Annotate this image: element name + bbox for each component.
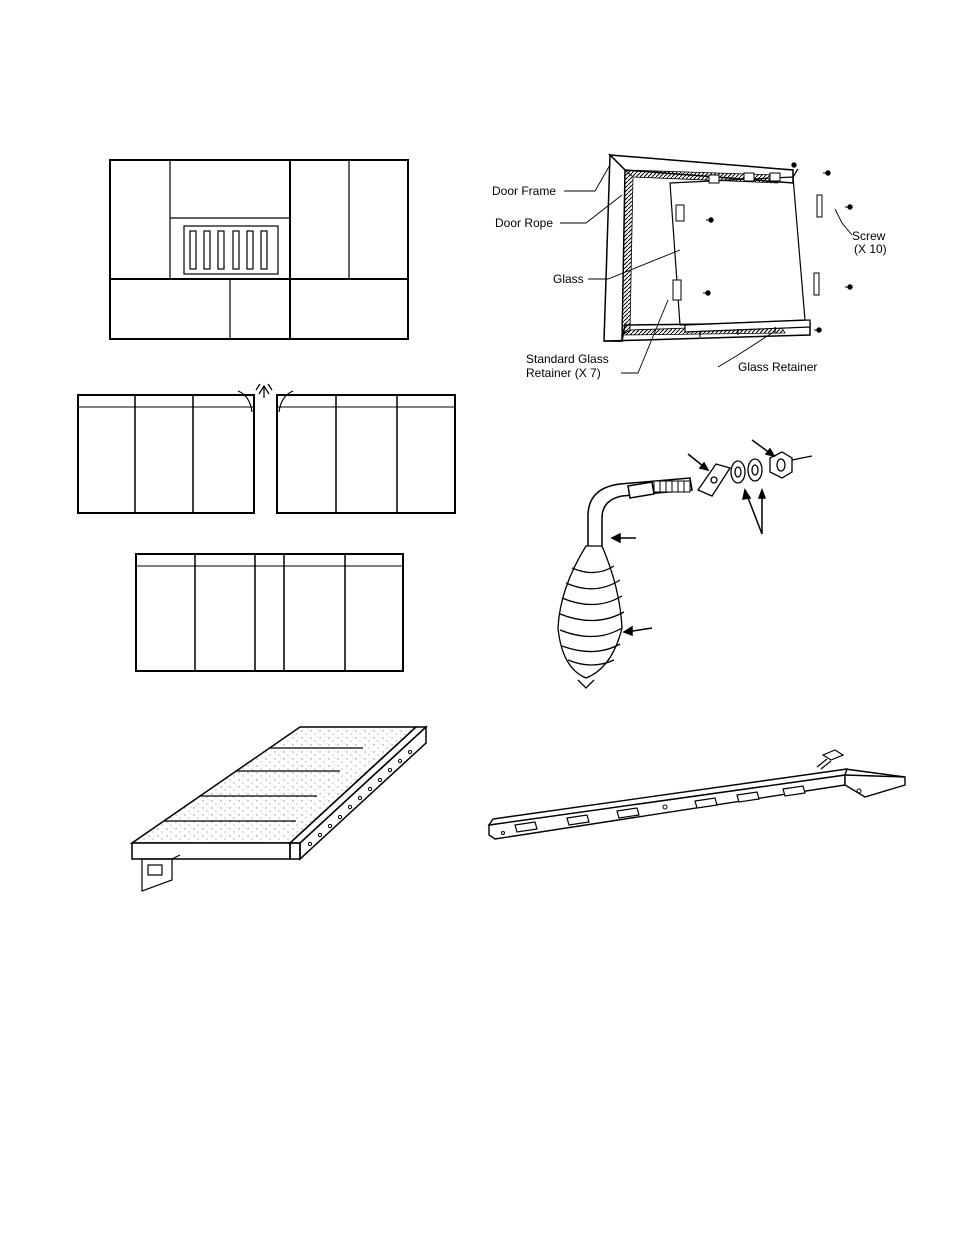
door-assembly-figure: Door Frame Door Rope Glass Screw (X 10) … bbox=[480, 145, 910, 395]
screw-icons bbox=[703, 163, 852, 332]
hex-nut bbox=[770, 452, 812, 478]
tray-bracket bbox=[142, 855, 180, 891]
door-rope bbox=[622, 170, 785, 335]
glass-retainer-label: Glass Retainer bbox=[738, 360, 817, 374]
leader-lines bbox=[560, 165, 852, 373]
brick-top-surface bbox=[132, 727, 416, 843]
swing-arrows-icon bbox=[238, 384, 293, 412]
standard-glass-retainer-label: Standard Glass bbox=[526, 352, 609, 366]
vent-slots bbox=[184, 226, 278, 274]
door-frame-label: Door Frame bbox=[492, 184, 556, 198]
glass-panel bbox=[670, 169, 805, 325]
screw-label: Screw bbox=[852, 229, 886, 243]
standard-glass-retainer-count-label: Retainer (X 7) bbox=[526, 366, 601, 380]
split-panel-figure bbox=[70, 378, 465, 523]
door-frame bbox=[604, 155, 810, 341]
spiral-burner bbox=[558, 546, 624, 688]
brick-layout-figure bbox=[100, 150, 420, 350]
door-rope-label: Door Rope bbox=[495, 216, 553, 230]
glass-label: Glass bbox=[553, 272, 584, 286]
right-panel bbox=[277, 395, 455, 513]
rail-end-bolt bbox=[817, 750, 843, 769]
brick-tray-figure bbox=[120, 715, 450, 900]
washers bbox=[731, 459, 762, 483]
threaded-stub bbox=[654, 481, 690, 492]
vented-rail-figure bbox=[485, 745, 915, 860]
panel-outline bbox=[136, 554, 403, 671]
panel-outline bbox=[110, 160, 408, 339]
brick-panel-figure bbox=[128, 545, 413, 680]
left-panel bbox=[78, 395, 254, 513]
standard-glass-retainers bbox=[673, 173, 822, 300]
screw-count-label: (X 10) bbox=[854, 242, 887, 256]
fitting-assembly-figure bbox=[540, 428, 840, 693]
